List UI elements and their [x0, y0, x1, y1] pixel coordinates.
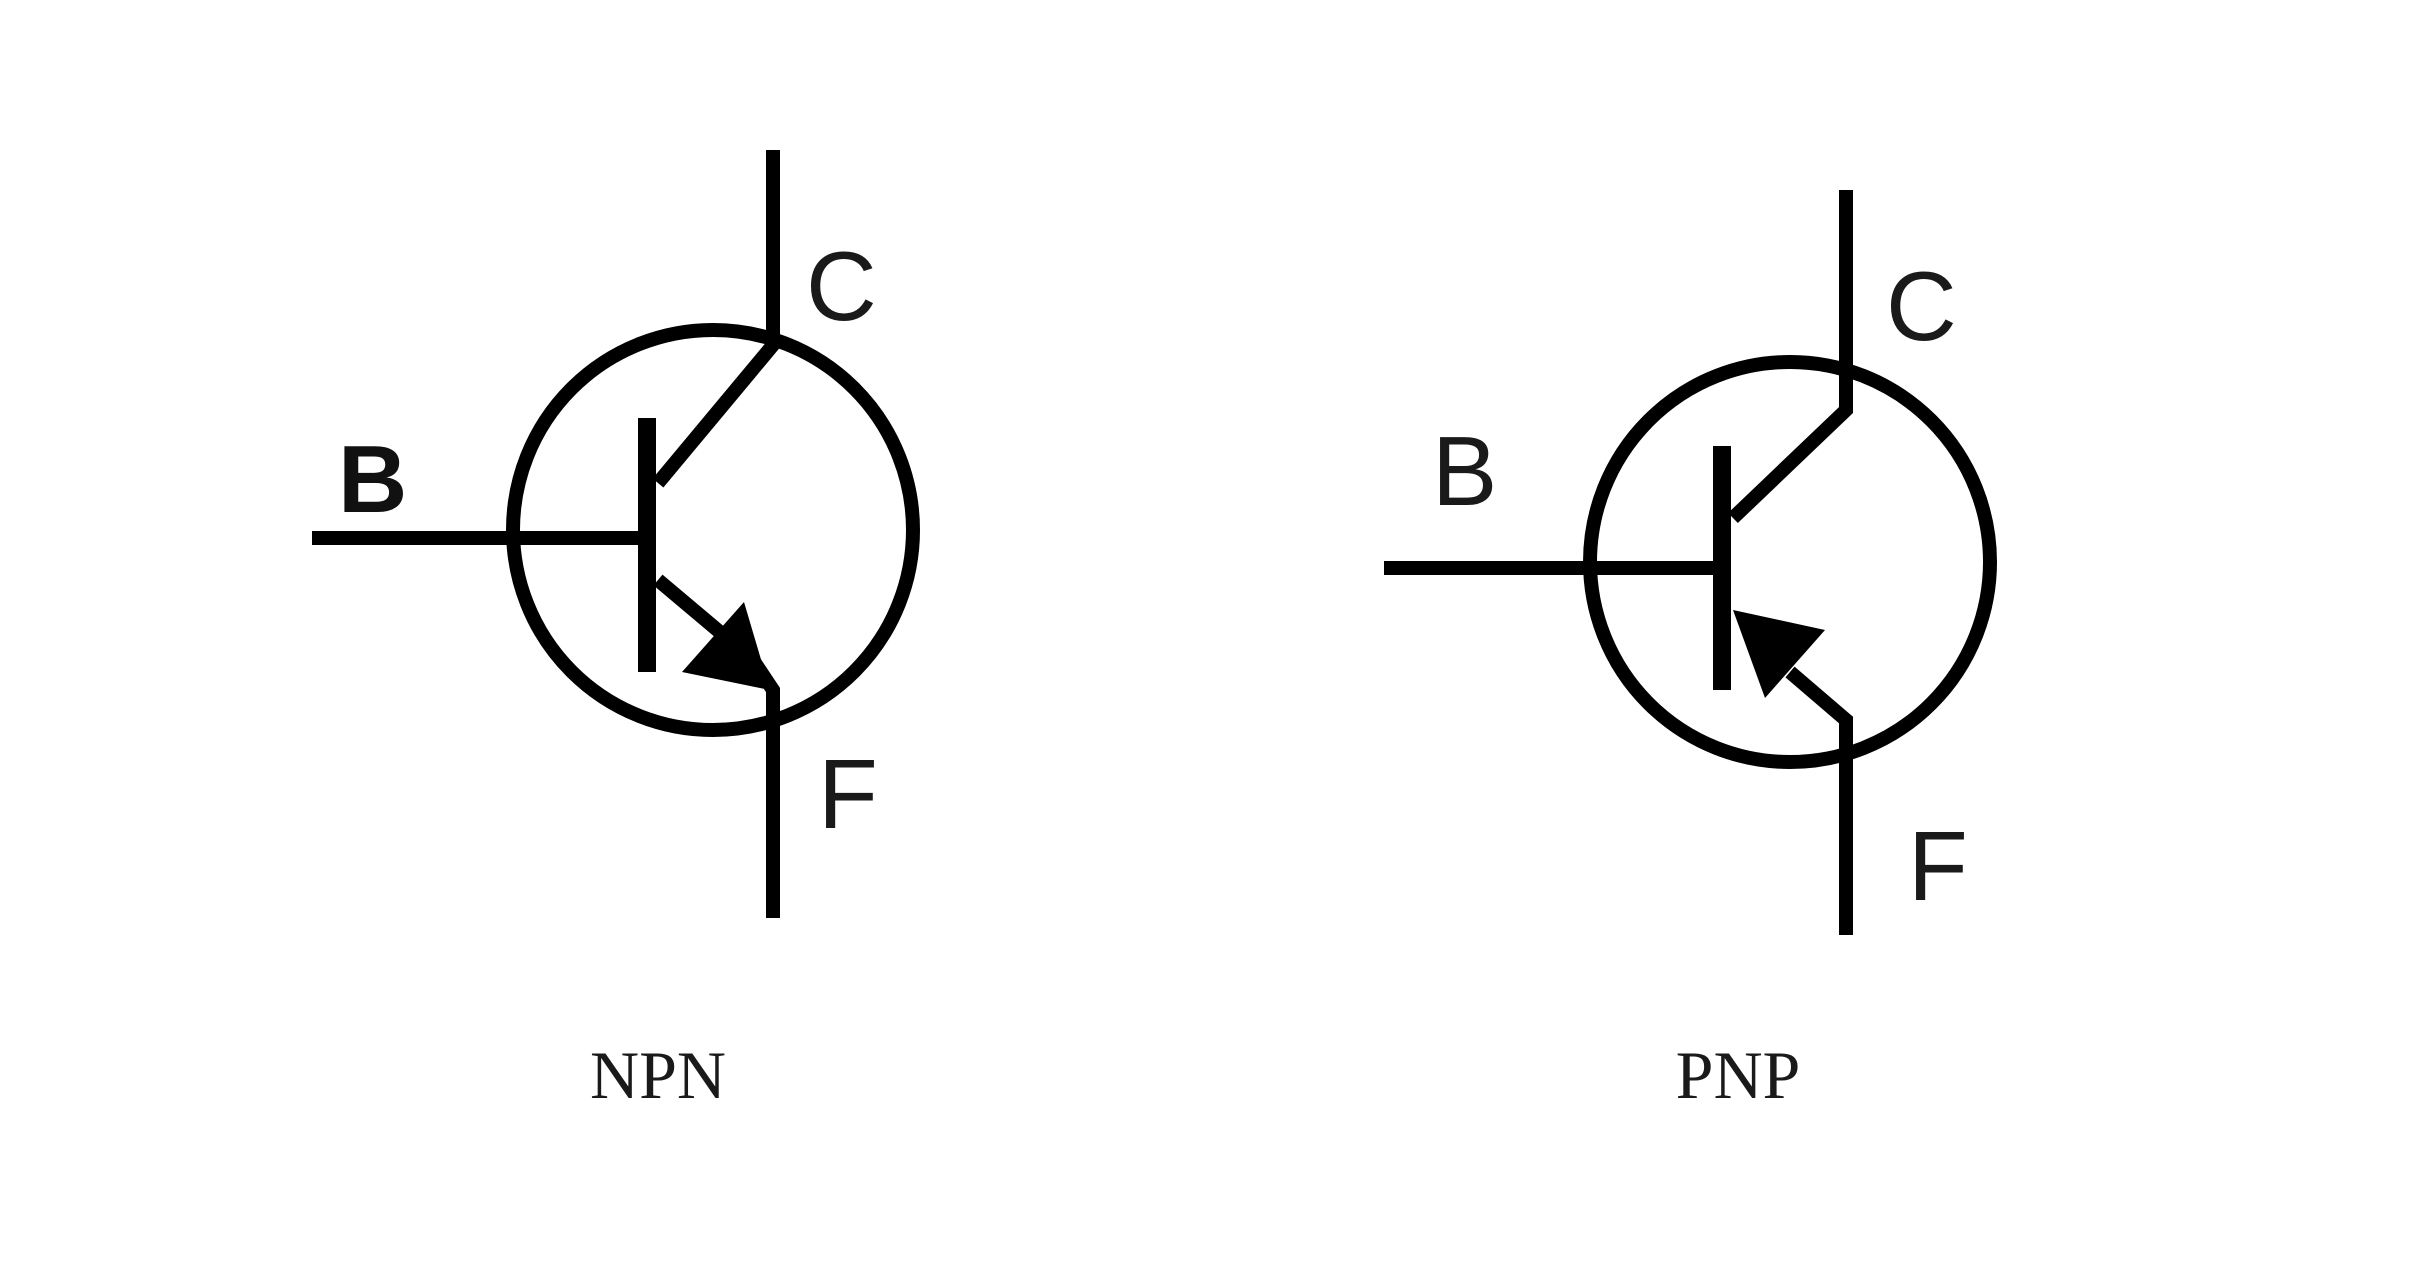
pnp-emitter-lead: [1785, 666, 1853, 935]
pnp-collector-label: C: [1886, 251, 1957, 361]
npn-caption: NPN: [590, 1037, 726, 1113]
pnp-caption: PNP: [1676, 1037, 1801, 1113]
npn-emitter-label: F: [818, 739, 878, 849]
pnp-emitter-arrow: [1733, 610, 1825, 698]
pnp-collector-lead: [1728, 190, 1853, 524]
npn-collector-lead: [652, 150, 780, 488]
npn-base-label: B: [338, 426, 407, 533]
pnp-base-label: B: [1432, 416, 1497, 526]
npn-transistor-symbol: B C F NPN: [312, 150, 920, 1113]
npn-body-circle: [506, 323, 920, 737]
npn-emitter-lead: [653, 574, 780, 918]
npn-collector-label: C: [806, 231, 877, 341]
npn-emitter-arrow: [682, 602, 770, 690]
pnp-emitter-label: F: [1908, 811, 1968, 921]
pnp-transistor-symbol: B C F PNP: [1384, 190, 1997, 1113]
